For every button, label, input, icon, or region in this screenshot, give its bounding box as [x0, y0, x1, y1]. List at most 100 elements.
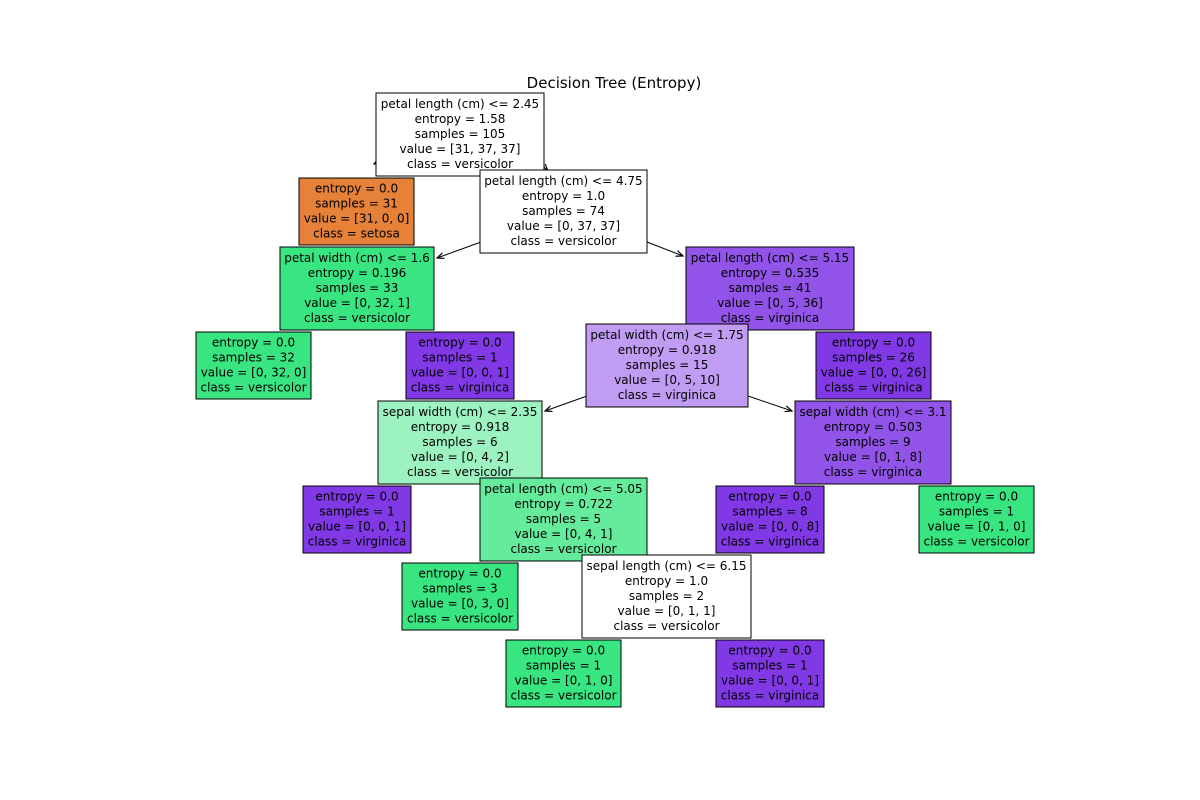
- node-line: sepal width (cm) <= 2.35: [383, 405, 538, 419]
- node-line: petal length (cm) <= 5.05: [484, 482, 642, 496]
- edges-layer: [374, 163, 792, 411]
- node-line: entropy = 0.0: [315, 182, 398, 196]
- node-line: samples = 5: [526, 512, 601, 526]
- node-line: petal width (cm) <= 1.75: [590, 328, 743, 342]
- node-box: [377, 400, 543, 485]
- node-line: samples = 1: [319, 505, 394, 519]
- node-box: [405, 331, 515, 400]
- node-box: [505, 639, 622, 708]
- node-line: sepal length (cm) <= 6.15: [587, 559, 747, 573]
- node-line: value = [0, 3, 0]: [411, 597, 509, 611]
- node-line: value = [0, 1, 0]: [515, 674, 613, 688]
- node-line: entropy = 0.722: [514, 497, 612, 511]
- node-line: entropy = 0.0: [832, 336, 915, 350]
- node-line: entropy = 0.0: [728, 490, 811, 504]
- node-line: entropy = 0.918: [618, 343, 716, 357]
- node-line: class = setosa: [313, 227, 400, 241]
- node-line: value = [0, 32, 1]: [304, 296, 410, 310]
- node-line: samples = 41: [729, 281, 812, 295]
- node-line: entropy = 1.0: [625, 574, 708, 588]
- node-line: samples = 26: [832, 351, 915, 365]
- node-line: samples = 74: [522, 204, 605, 218]
- node-box: [479, 477, 648, 562]
- node-box: [298, 177, 415, 246]
- node-line: value = [0, 32, 0]: [201, 366, 307, 380]
- node-line: class = virginica: [308, 535, 406, 549]
- node-line: samples = 33: [316, 281, 399, 295]
- node-line: class = virginica: [721, 311, 819, 325]
- node-line: value = [31, 0, 0]: [304, 212, 410, 226]
- node-line: value = [0, 0, 8]: [721, 520, 819, 534]
- node-line: petal length (cm) <= 5.15: [691, 251, 849, 265]
- node-line: samples = 1: [732, 659, 807, 673]
- node-line: class = versicolor: [407, 465, 513, 479]
- node-line: class = virginica: [618, 388, 716, 402]
- node-line: class = versicolor: [407, 157, 513, 171]
- node-line: class = virginica: [721, 689, 819, 703]
- node-line: entropy = 0.535: [721, 266, 819, 280]
- node-line: entropy = 1.58: [415, 112, 506, 126]
- node-line: value = [0, 1, 8]: [824, 450, 922, 464]
- node-line: class = virginica: [411, 381, 509, 395]
- node-line: samples = 31: [315, 197, 398, 211]
- node-line: entropy = 1.0: [522, 189, 605, 203]
- node-line: petal length (cm) <= 4.75: [484, 174, 642, 188]
- node-line: class = virginica: [824, 381, 922, 395]
- node-line: class = versicolor: [510, 689, 616, 703]
- node-line: class = virginica: [824, 465, 922, 479]
- edge-n7-n15: [747, 395, 792, 411]
- node-line: value = [0, 4, 1]: [515, 527, 613, 541]
- node-line: value = [0, 5, 36]: [717, 296, 823, 310]
- node-line: value = [0, 0, 1]: [308, 520, 406, 534]
- edge-n2-n3: [437, 241, 482, 258]
- node-line: value = [0, 4, 2]: [411, 450, 509, 464]
- edge-n7-n8: [545, 395, 588, 411]
- node-line: sepal width (cm) <= 3.1: [799, 405, 946, 419]
- node-line: value = [31, 37, 37]: [400, 142, 521, 156]
- node-box: [302, 485, 412, 554]
- node-line: class = versicolor: [510, 234, 616, 248]
- node-line: samples = 8: [732, 505, 807, 519]
- node-box: [815, 331, 932, 400]
- node-box: [195, 331, 312, 400]
- node-line: value = [0, 0, 26]: [821, 366, 927, 380]
- node-line: value = [0, 37, 37]: [507, 219, 620, 233]
- chart-title: Decision Tree (Entropy): [527, 74, 702, 92]
- node-line: samples = 15: [626, 358, 709, 372]
- node-line: class = virginica: [721, 535, 819, 549]
- node-box: [918, 485, 1035, 554]
- node-box: [375, 92, 545, 177]
- node-box: [715, 639, 825, 708]
- node-box: [715, 485, 825, 554]
- node-line: samples = 32: [212, 351, 295, 365]
- node-box: [401, 562, 519, 631]
- node-line: class = versicolor: [923, 535, 1029, 549]
- node-line: value = [0, 0, 1]: [721, 674, 819, 688]
- node-line: class = versicolor: [200, 381, 306, 395]
- node-line: samples = 1: [422, 351, 497, 365]
- node-line: entropy = 0.0: [212, 336, 295, 350]
- node-line: samples = 105: [415, 127, 505, 141]
- node-line: samples = 3: [422, 582, 497, 596]
- node-line: petal length (cm) <= 2.45: [381, 97, 539, 111]
- node-box: [794, 400, 952, 485]
- edge-n2-n6: [646, 241, 683, 256]
- node-line: samples = 1: [939, 505, 1014, 519]
- node-box: [685, 246, 855, 331]
